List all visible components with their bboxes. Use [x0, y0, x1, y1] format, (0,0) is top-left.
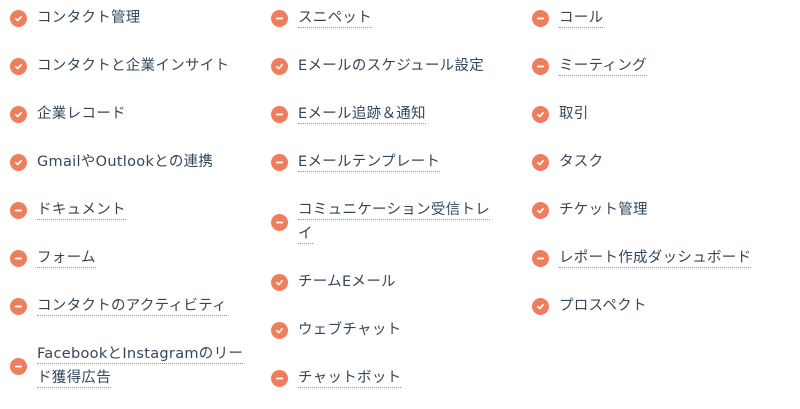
- feature-column-2: スニペット Eメールのスケジュール設定 Eメール追跡＆通知 Eメールテンプレートコミュ…: [271, 6, 503, 390]
- check-circle-icon: [10, 9, 27, 27]
- feature-item: GmailやOutlookとの連携: [10, 150, 255, 174]
- check-circle-icon: [10, 57, 27, 75]
- feature-label[interactable]: ミーティング: [559, 58, 647, 76]
- check-circle-icon: [10, 153, 27, 171]
- feature-item: Eメールのスケジュール設定: [271, 54, 503, 78]
- feature-item: チャットボット: [271, 366, 503, 390]
- feature-item: レポート作成ダッシュボード: [532, 246, 752, 270]
- feature-item: フォーム: [10, 246, 255, 270]
- feature-item: チームEメール: [271, 270, 503, 294]
- check-circle-icon: [532, 297, 549, 315]
- feature-label: チケット管理: [559, 202, 648, 218]
- feature-label[interactable]: コミュニケーション受信トレイ: [298, 202, 491, 244]
- feature-label: タスク: [559, 154, 604, 170]
- minus-circle-icon: [10, 357, 27, 375]
- feature-label: 取引: [559, 106, 589, 122]
- feature-item: コンタクト管理: [10, 6, 255, 30]
- minus-circle-icon: [271, 213, 288, 231]
- feature-label[interactable]: スニペット: [298, 10, 372, 28]
- feature-item: FacebookとInstagramのリード獲得広告: [10, 342, 255, 390]
- feature-label[interactable]: レポート作成ダッシュボード: [559, 250, 752, 268]
- check-circle-icon: [271, 57, 288, 75]
- minus-circle-icon: [271, 153, 288, 171]
- feature-label[interactable]: コンタクトのアクティビティ: [37, 298, 227, 316]
- feature-label: GmailやOutlookとの連携: [37, 154, 214, 170]
- minus-circle-icon: [271, 369, 288, 387]
- feature-label[interactable]: FacebookとInstagramのリード獲得広告: [37, 346, 244, 388]
- minus-circle-icon: [532, 249, 549, 267]
- feature-column-3: コールミーティング取引タスクチケット管理レポート作成ダッシュボードプロスペクト: [532, 6, 752, 318]
- feature-label[interactable]: フォーム: [37, 250, 96, 268]
- check-circle-icon: [532, 153, 549, 171]
- feature-label[interactable]: ドキュメント: [37, 202, 126, 220]
- minus-circle-icon: [271, 105, 288, 123]
- check-circle-icon: [271, 321, 288, 339]
- feature-label[interactable]: チャットボット: [298, 370, 402, 388]
- feature-label: コンタクトと企業インサイト: [37, 58, 230, 74]
- check-circle-icon: [10, 105, 27, 123]
- feature-label: 企業レコード: [37, 106, 126, 122]
- feature-label: チームEメール: [298, 274, 396, 290]
- feature-label[interactable]: コール: [559, 10, 604, 28]
- feature-label[interactable]: Eメールテンプレート: [298, 154, 441, 172]
- check-circle-icon: [532, 105, 549, 123]
- feature-item: Eメールテンプレート: [271, 150, 503, 174]
- minus-circle-icon: [10, 297, 27, 315]
- feature-item: コール: [532, 6, 751, 30]
- minus-circle-icon: [10, 249, 27, 267]
- minus-circle-icon: [271, 9, 288, 27]
- feature-column-1: コンタクト管理コンタクトと企業インサイト企業レコード GmailやOutlookと…: [10, 6, 255, 390]
- check-circle-icon: [271, 273, 288, 291]
- feature-item: チケット管理: [532, 198, 751, 222]
- feature-item: Eメール追跡＆通知: [271, 102, 503, 126]
- feature-label[interactable]: Eメール追跡＆通知: [298, 106, 426, 124]
- feature-item: ウェブチャット: [271, 318, 503, 342]
- minus-circle-icon: [10, 201, 27, 219]
- feature-item: ミーティング: [532, 54, 751, 78]
- feature-item: スニペット: [271, 6, 503, 30]
- feature-label: プロスペクト: [559, 298, 647, 314]
- feature-item: コミュニケーション受信トレイ: [271, 198, 503, 246]
- feature-label: ウェブチャット: [298, 322, 402, 338]
- feature-item: コンタクトと企業インサイト: [10, 54, 255, 78]
- feature-item: タスク: [532, 150, 751, 174]
- feature-item: プロスペクト: [532, 294, 751, 318]
- feature-item: コンタクトのアクティビティ: [10, 294, 255, 318]
- feature-item: ドキュメント: [10, 198, 255, 222]
- feature-item: 取引: [532, 102, 751, 126]
- feature-label: コンタクト管理: [37, 10, 141, 26]
- minus-circle-icon: [532, 9, 549, 27]
- check-circle-icon: [532, 201, 549, 219]
- feature-label: Eメールのスケジュール設定: [298, 58, 485, 74]
- feature-item: 企業レコード: [10, 102, 255, 126]
- minus-circle-icon: [532, 57, 549, 75]
